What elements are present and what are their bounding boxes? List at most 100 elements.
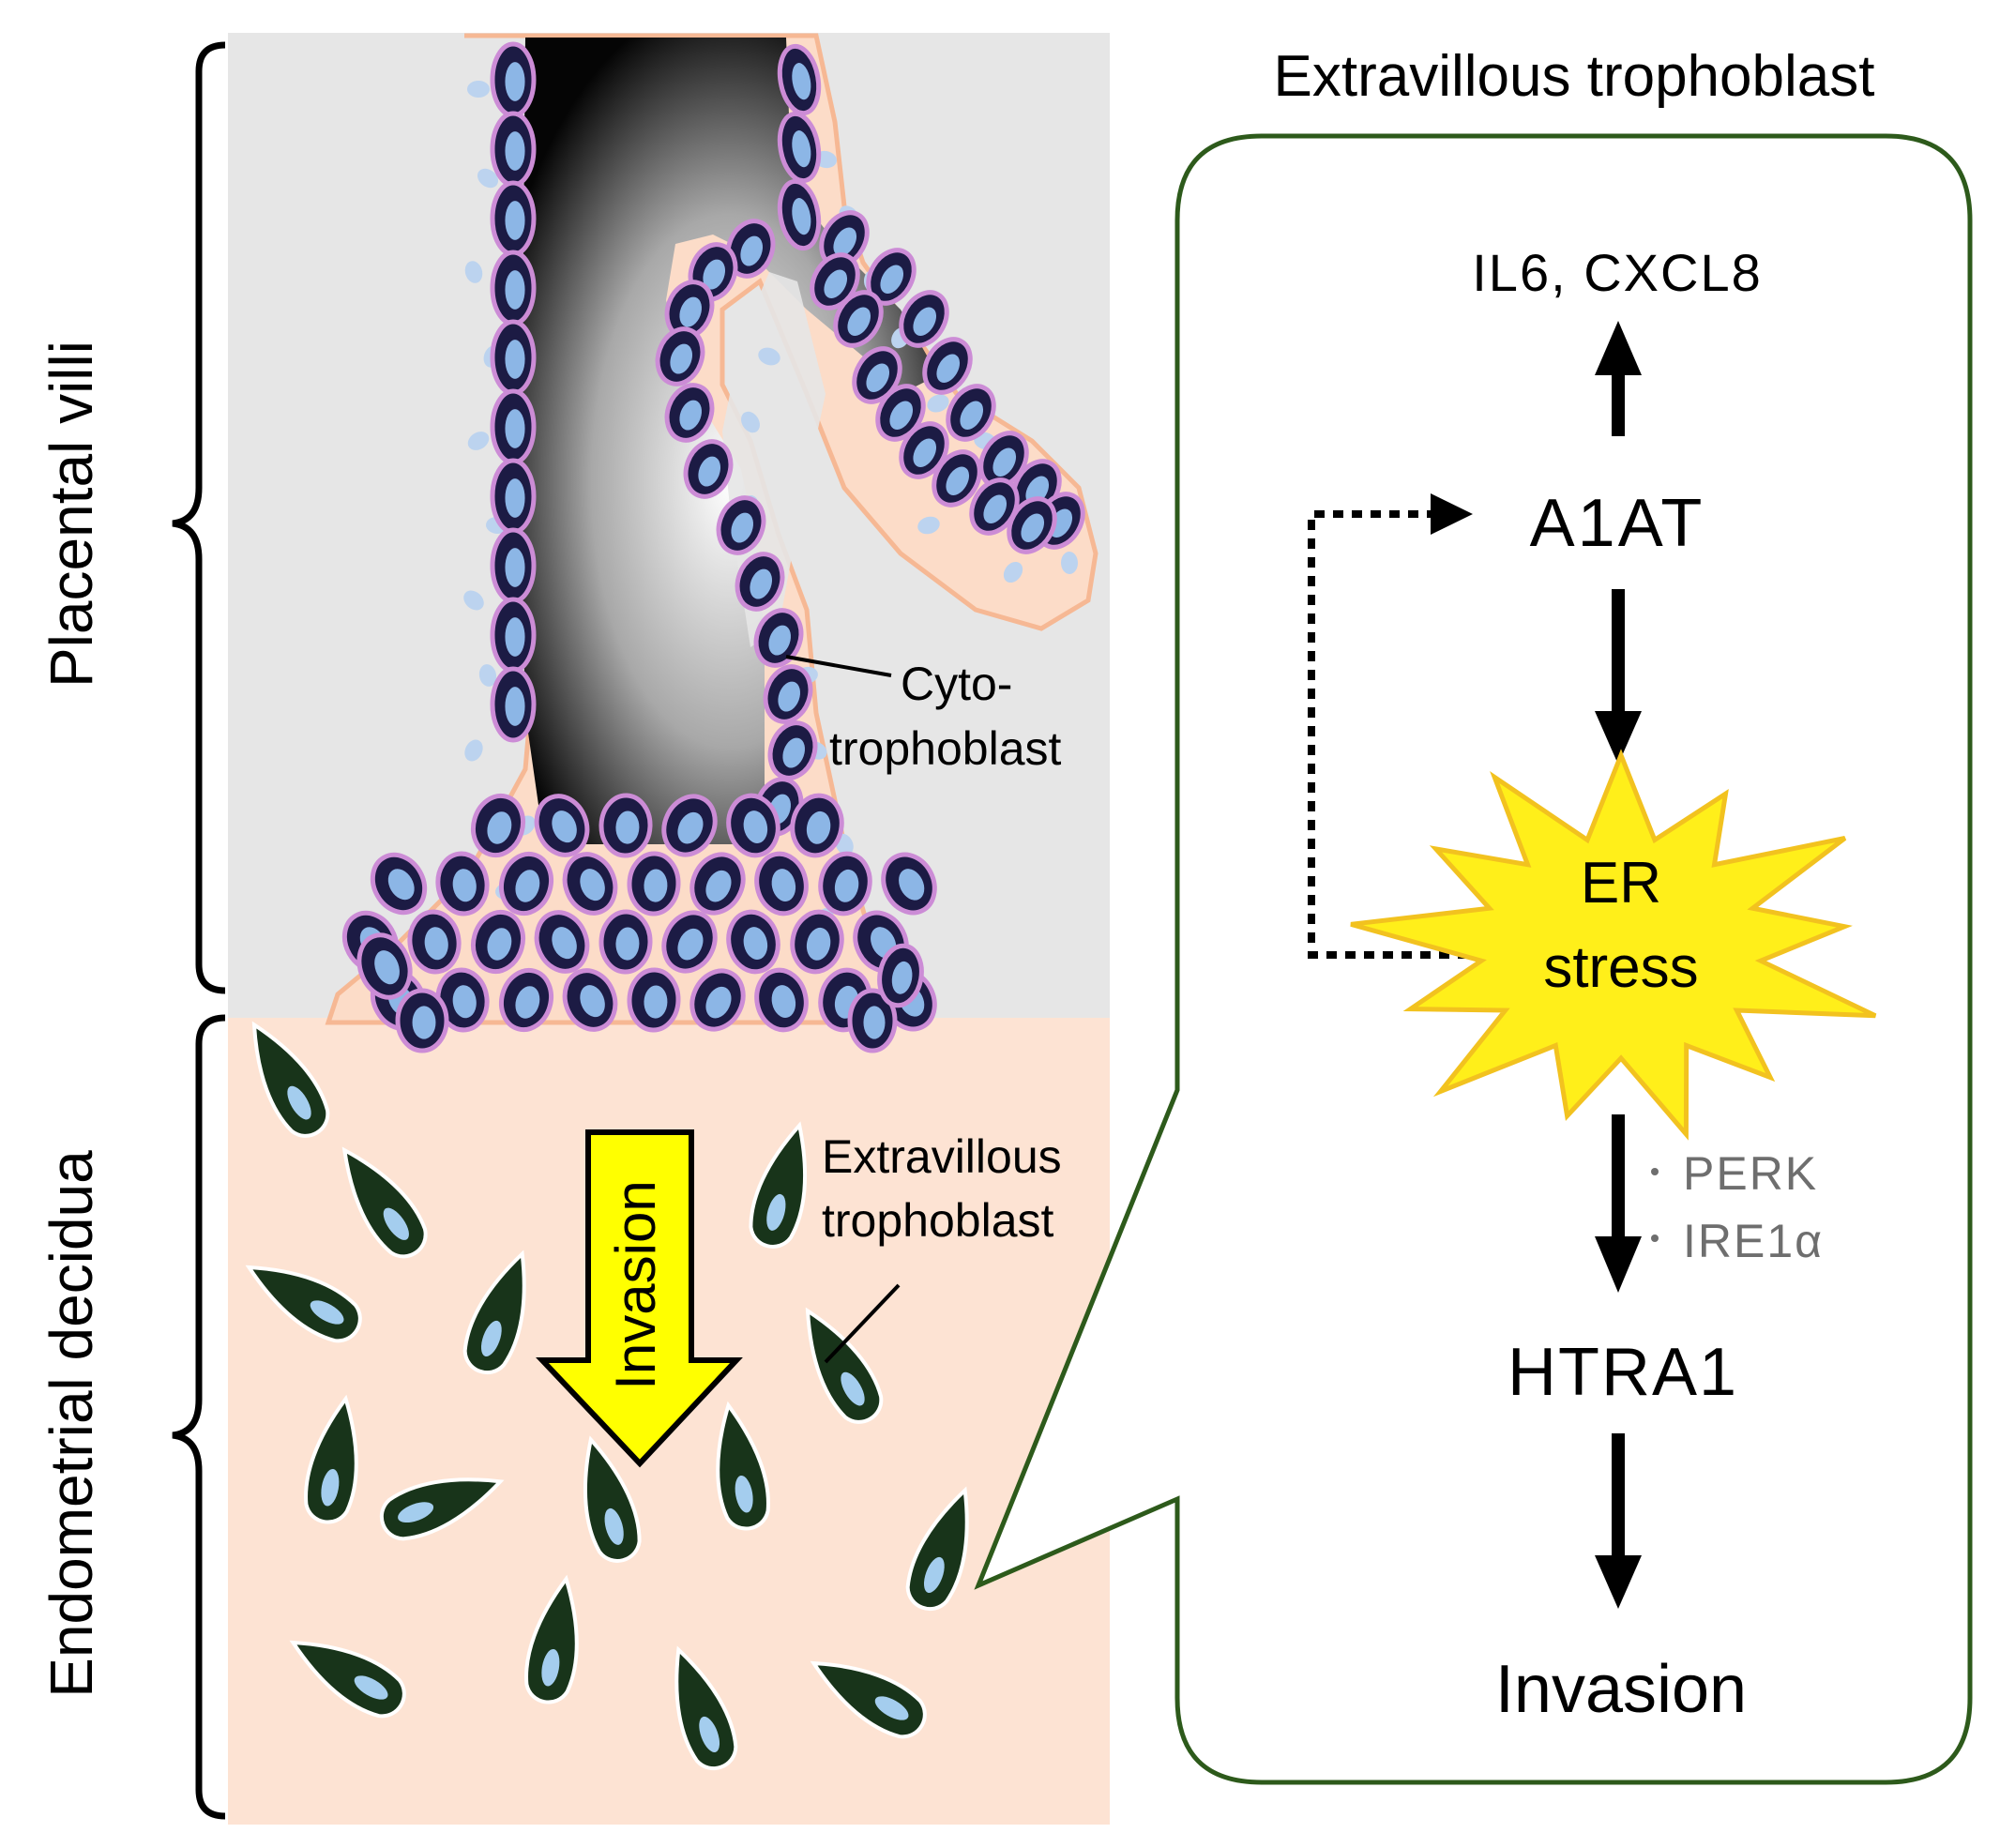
cytotrophoblast-cell [877, 943, 924, 1008]
a1at-node: A1AT [1530, 486, 1705, 561]
cytotrophoblast-cell [627, 967, 681, 1033]
cytotrophoblast-cell [790, 793, 844, 858]
stroma-nucleus [741, 411, 760, 433]
cytotrophoblast-cell [819, 210, 870, 268]
cytotrophoblast-cell [810, 252, 860, 311]
cytotrophoblast-cell [689, 968, 746, 1032]
extravillous-trophoblast-cell [245, 1265, 362, 1343]
cytotrophoblast-cell [754, 851, 809, 916]
cytotrophoblast-cell [490, 597, 537, 674]
endometrial-decidua-label: Endometrial decidua [38, 1150, 105, 1698]
stroma-nucleus [478, 664, 497, 687]
extravillous-trophoblast-cell [810, 1660, 927, 1739]
cytotrophoblast-cell [777, 178, 822, 251]
evt-label-line1: Extravillous [822, 1130, 1062, 1183]
cytotrophoblast-cell [725, 219, 776, 279]
cytotrophoblast-cell [435, 851, 490, 916]
cytotrophoblast-cell [490, 666, 537, 743]
cytotrophoblast-cell [818, 851, 872, 916]
cytotrophoblast-cell [767, 720, 818, 780]
cytotrophoblast-cell [847, 988, 898, 1053]
brace-placental-villi [172, 41, 226, 994]
cytotrophoblast-cell [356, 932, 413, 1000]
cytotrophoblast-cell [922, 337, 973, 395]
cytotrophoblast-cell [490, 250, 537, 326]
stroma-nucleus [464, 739, 483, 762]
stroma-nucleus [477, 168, 499, 189]
cytotrophoblast-label-line1: Cyto- [901, 658, 1012, 710]
cytotrophoblast-cell [683, 439, 734, 499]
arrow-a1at-to-er-head [1595, 711, 1642, 765]
stroma-nucleus [467, 432, 490, 450]
cytotrophoblast-cell [562, 852, 618, 916]
cytotrophoblast-cell [661, 910, 718, 974]
extravillous-trophoblast-cell [674, 1645, 738, 1771]
extravillous-trophoblast-cell [749, 1121, 808, 1249]
extravillous-trophoblast-cell [251, 1021, 330, 1138]
cytotrophoblast-cell [598, 909, 653, 975]
stroma-nucleus [917, 516, 940, 535]
cytotrophoblast-cell [498, 967, 554, 1033]
extravillous-trophoblast-cells [245, 1021, 969, 1771]
cytotrophoblast-cell [598, 793, 653, 858]
pathway-panel-title: Extravillous trophoblast [1274, 44, 1875, 109]
evt-pointer [824, 1283, 901, 1364]
cytotrophoblast-cell [407, 909, 462, 975]
stroma-nucleus [927, 394, 949, 413]
extravillous-trophoblast-cell [462, 1250, 526, 1375]
cytotrophoblast-cell [852, 346, 902, 404]
placental-villi-label: Placental villi [38, 341, 105, 688]
villus-branch-gap [722, 272, 826, 647]
stroma-nucleus [464, 261, 483, 283]
cytotrophoblast-cell [490, 319, 537, 396]
cytotrophoblast-cell [790, 909, 844, 975]
er-stress-line2: stress [1543, 935, 1698, 1000]
evt-label-line2: trophoblast [822, 1194, 1053, 1247]
cytotrophoblast-cell [726, 793, 780, 858]
cytotrophoblast-cell [833, 290, 884, 348]
invasion-arrow-label: Invasion [604, 1180, 667, 1389]
cytotrophoblast-cell [777, 111, 822, 184]
invasion-arrow [536, 1129, 743, 1468]
arrow-a1at-to-er-shaft [1612, 589, 1625, 711]
extravillous-trophoblast-cell [379, 1477, 505, 1541]
extravillous-trophoblast-cell [341, 1146, 428, 1259]
extravillous-trophoblast-cell [289, 1640, 406, 1719]
cytotrophoblast-cell [754, 967, 809, 1033]
cytotrophoblast-cell [370, 852, 428, 916]
cytotrophoblast-cell [490, 458, 537, 535]
feedback-loop-arrowhead [1431, 493, 1473, 535]
extravillous-trophoblast-cell [304, 1394, 358, 1524]
cytotrophoblast-cell [946, 384, 996, 442]
il6-cxcl8-node: IL6, CXCL8 [1472, 243, 1763, 302]
arrow-a1at-to-il6-shaft [1612, 375, 1625, 436]
perk-bullet [1651, 1168, 1659, 1175]
cytotrophoblast-cell [490, 180, 537, 257]
extravillous-trophoblast-cell [524, 1574, 579, 1704]
er-stress-starburst [1350, 749, 1877, 1141]
cytotrophoblast-cell [498, 851, 554, 916]
cytotrophoblast-cell [562, 968, 618, 1032]
cytotrophoblast-cell [969, 477, 1020, 536]
cytotrophoblast-cell [490, 388, 537, 465]
htra1-node: HTRA1 [1508, 1335, 1738, 1410]
perk-label: PERK [1683, 1147, 1818, 1200]
er-stress-line1: ER [1581, 851, 1661, 916]
arrow-htra1-to-invasion-shaft [1612, 1433, 1625, 1555]
stroma-nucleus [1060, 552, 1079, 574]
cytotrophoblast-cell [899, 421, 949, 479]
cytotrophoblast-cell [726, 909, 780, 975]
cytotrophoblast-cell [490, 41, 537, 118]
cytotrophoblast-cell [470, 909, 526, 975]
stroma-nucleus [1003, 561, 1023, 583]
extravillous-trophoblast-cell [716, 1401, 770, 1531]
arrow-a1at-to-il6-head [1595, 321, 1642, 375]
cytotrophoblast-cell [534, 794, 590, 857]
cytotrophoblast-cells [341, 41, 1085, 1053]
stroma-nucleus [463, 590, 484, 611]
cytotrophoblast-label-line2: trophoblast [829, 722, 1061, 775]
invasion-node: Invasion [1495, 1652, 1747, 1727]
cytotrophoblast-cell [1007, 496, 1057, 554]
cytotrophoblast-cell [881, 852, 937, 916]
